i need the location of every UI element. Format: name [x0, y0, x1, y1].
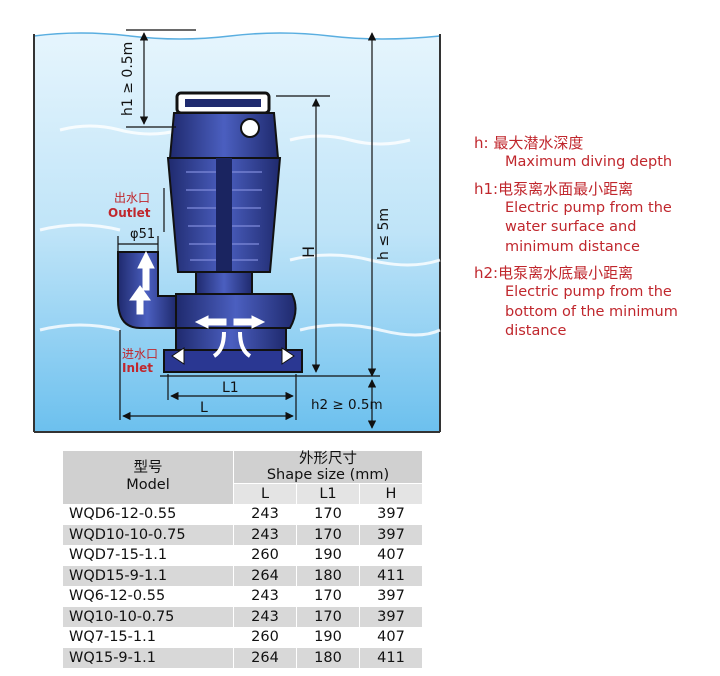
L1-cell: 190 — [296, 626, 360, 648]
model-cell: WQD7-15-1.1 — [62, 544, 234, 566]
model-cell: WQD10-10-0.75 — [62, 524, 234, 546]
legend-h1: h1:电泵离水面最小距离 Electric pump from the wate… — [474, 180, 720, 258]
table-row: WQD6-12-0.55 243 170 397 — [62, 503, 423, 525]
diameter-label: φ51 — [130, 227, 155, 242]
h1-label: h1 ≥ 0.5m — [120, 42, 136, 116]
outlet-label-cn: 出水口 — [114, 191, 150, 205]
legend-h-sub: Maximum diving depth — [505, 154, 673, 170]
L1-cell: 170 — [296, 503, 360, 525]
table-row: WQ6-12-0.55 243 170 397 — [62, 585, 423, 607]
legend-h-head: h: 最大潜水深度 — [474, 134, 584, 152]
column-header: L — [233, 483, 297, 505]
table-row: WQ7-15-1.1 260 190 407 — [62, 626, 423, 648]
legend-h1-sub: minimum distance — [505, 238, 640, 255]
table-header: 型号 Model 外形尺寸 Shape size (mm) — [62, 450, 423, 505]
table-row: WQ10-10-0.75 243 170 397 — [62, 606, 423, 628]
L1-cell: 180 — [296, 647, 360, 669]
H-cell: 397 — [359, 503, 423, 525]
spec-table: 型号 Model 外形尺寸 Shape size (mm) L L1 H WQD… — [62, 450, 423, 669]
L1-cell: 170 — [296, 585, 360, 607]
h-label: h ≤ 5m — [376, 208, 392, 260]
L-cell: 264 — [233, 647, 297, 669]
L-cell: 260 — [233, 544, 297, 566]
L-cell: 243 — [233, 606, 297, 628]
model-cell: WQD6-12-0.55 — [62, 503, 234, 525]
model-cell: WQ7-15-1.1 — [62, 626, 234, 648]
legend: h: 最大潜水深度 Maximum diving depth h1:电泵离水面最… — [474, 134, 720, 349]
model-cell: WQ10-10-0.75 — [62, 606, 234, 628]
table-row: WQ15-9-1.1 264 180 411 — [62, 647, 423, 669]
dimension-lines — [117, 29, 380, 429]
H-label: H — [299, 246, 318, 258]
L-label: L — [200, 400, 208, 416]
shape-header-cn: 外形尺寸 — [299, 451, 357, 467]
legend-h2-sub: Electric pump from the — [505, 284, 672, 300]
inlet-label-cn: 进水口 — [122, 347, 158, 361]
shape-header: 外形尺寸 Shape size (mm) — [233, 450, 423, 484]
model-cell: WQD15-9-1.1 — [62, 565, 234, 587]
shape-header-en: Shape size (mm) — [266, 467, 390, 483]
H-cell: 407 — [359, 544, 423, 566]
H-cell: 407 — [359, 626, 423, 648]
h2-label: h2 ≥ 0.5m — [311, 397, 383, 413]
table-row: WQD7-15-1.1 260 190 407 — [62, 544, 423, 566]
H-cell: 397 — [359, 585, 423, 607]
model-header-en: Model — [126, 477, 170, 494]
H-cell: 411 — [359, 565, 423, 587]
legend-h2: h2:电泵离水底最小距离 Electric pump from the bott… — [474, 264, 720, 342]
model-cell: WQ6-12-0.55 — [62, 585, 234, 607]
L-cell: 264 — [233, 565, 297, 587]
legend-h2-head: h2:电泵离水底最小距离 — [474, 264, 634, 282]
model-header-cn: 型号 — [133, 460, 163, 477]
legend-h2-sub: distance — [505, 323, 567, 339]
H-cell: 397 — [359, 524, 423, 546]
L1-cell: 170 — [296, 524, 360, 546]
pump-installation-diagram: h1 ≥ 0.5m h ≤ 5m H h2 ≥ 0.5m L1 L 出水口 Ou… — [33, 29, 441, 433]
legend-h: h: 最大潜水深度 Maximum diving depth — [474, 134, 720, 173]
pump-illustration — [117, 91, 303, 373]
H-cell: 411 — [359, 647, 423, 669]
legend-h1-head: h1:电泵离水面最小距离 — [474, 179, 634, 198]
inlet-label-en: Inlet — [122, 361, 153, 375]
column-header-row: L L1 H — [63, 483, 423, 505]
column-header: H — [359, 483, 423, 505]
model-header: 型号 Model — [62, 450, 234, 505]
L-cell: 243 — [233, 585, 297, 607]
L-cell: 243 — [233, 524, 297, 546]
legend-h2-sub: bottom of the minimum — [505, 303, 678, 320]
L1-label: L1 — [222, 380, 239, 396]
model-cell: WQ15-9-1.1 — [62, 647, 234, 669]
outlet-label-en: Outlet — [108, 206, 151, 220]
table-row: WQD10-10-0.75 243 170 397 — [62, 524, 423, 546]
L1-cell: 190 — [296, 544, 360, 566]
table-row: WQD15-9-1.1 264 180 411 — [62, 565, 423, 587]
H-cell: 397 — [359, 606, 423, 628]
L1-cell: 180 — [296, 565, 360, 587]
column-header: L1 — [296, 483, 360, 505]
L1-cell: 170 — [296, 606, 360, 628]
L-cell: 243 — [233, 503, 297, 525]
legend-h1-sub: water surface and — [505, 219, 637, 235]
L-cell: 260 — [233, 626, 297, 648]
legend-h1-sub: Electric pump from the — [505, 199, 672, 216]
